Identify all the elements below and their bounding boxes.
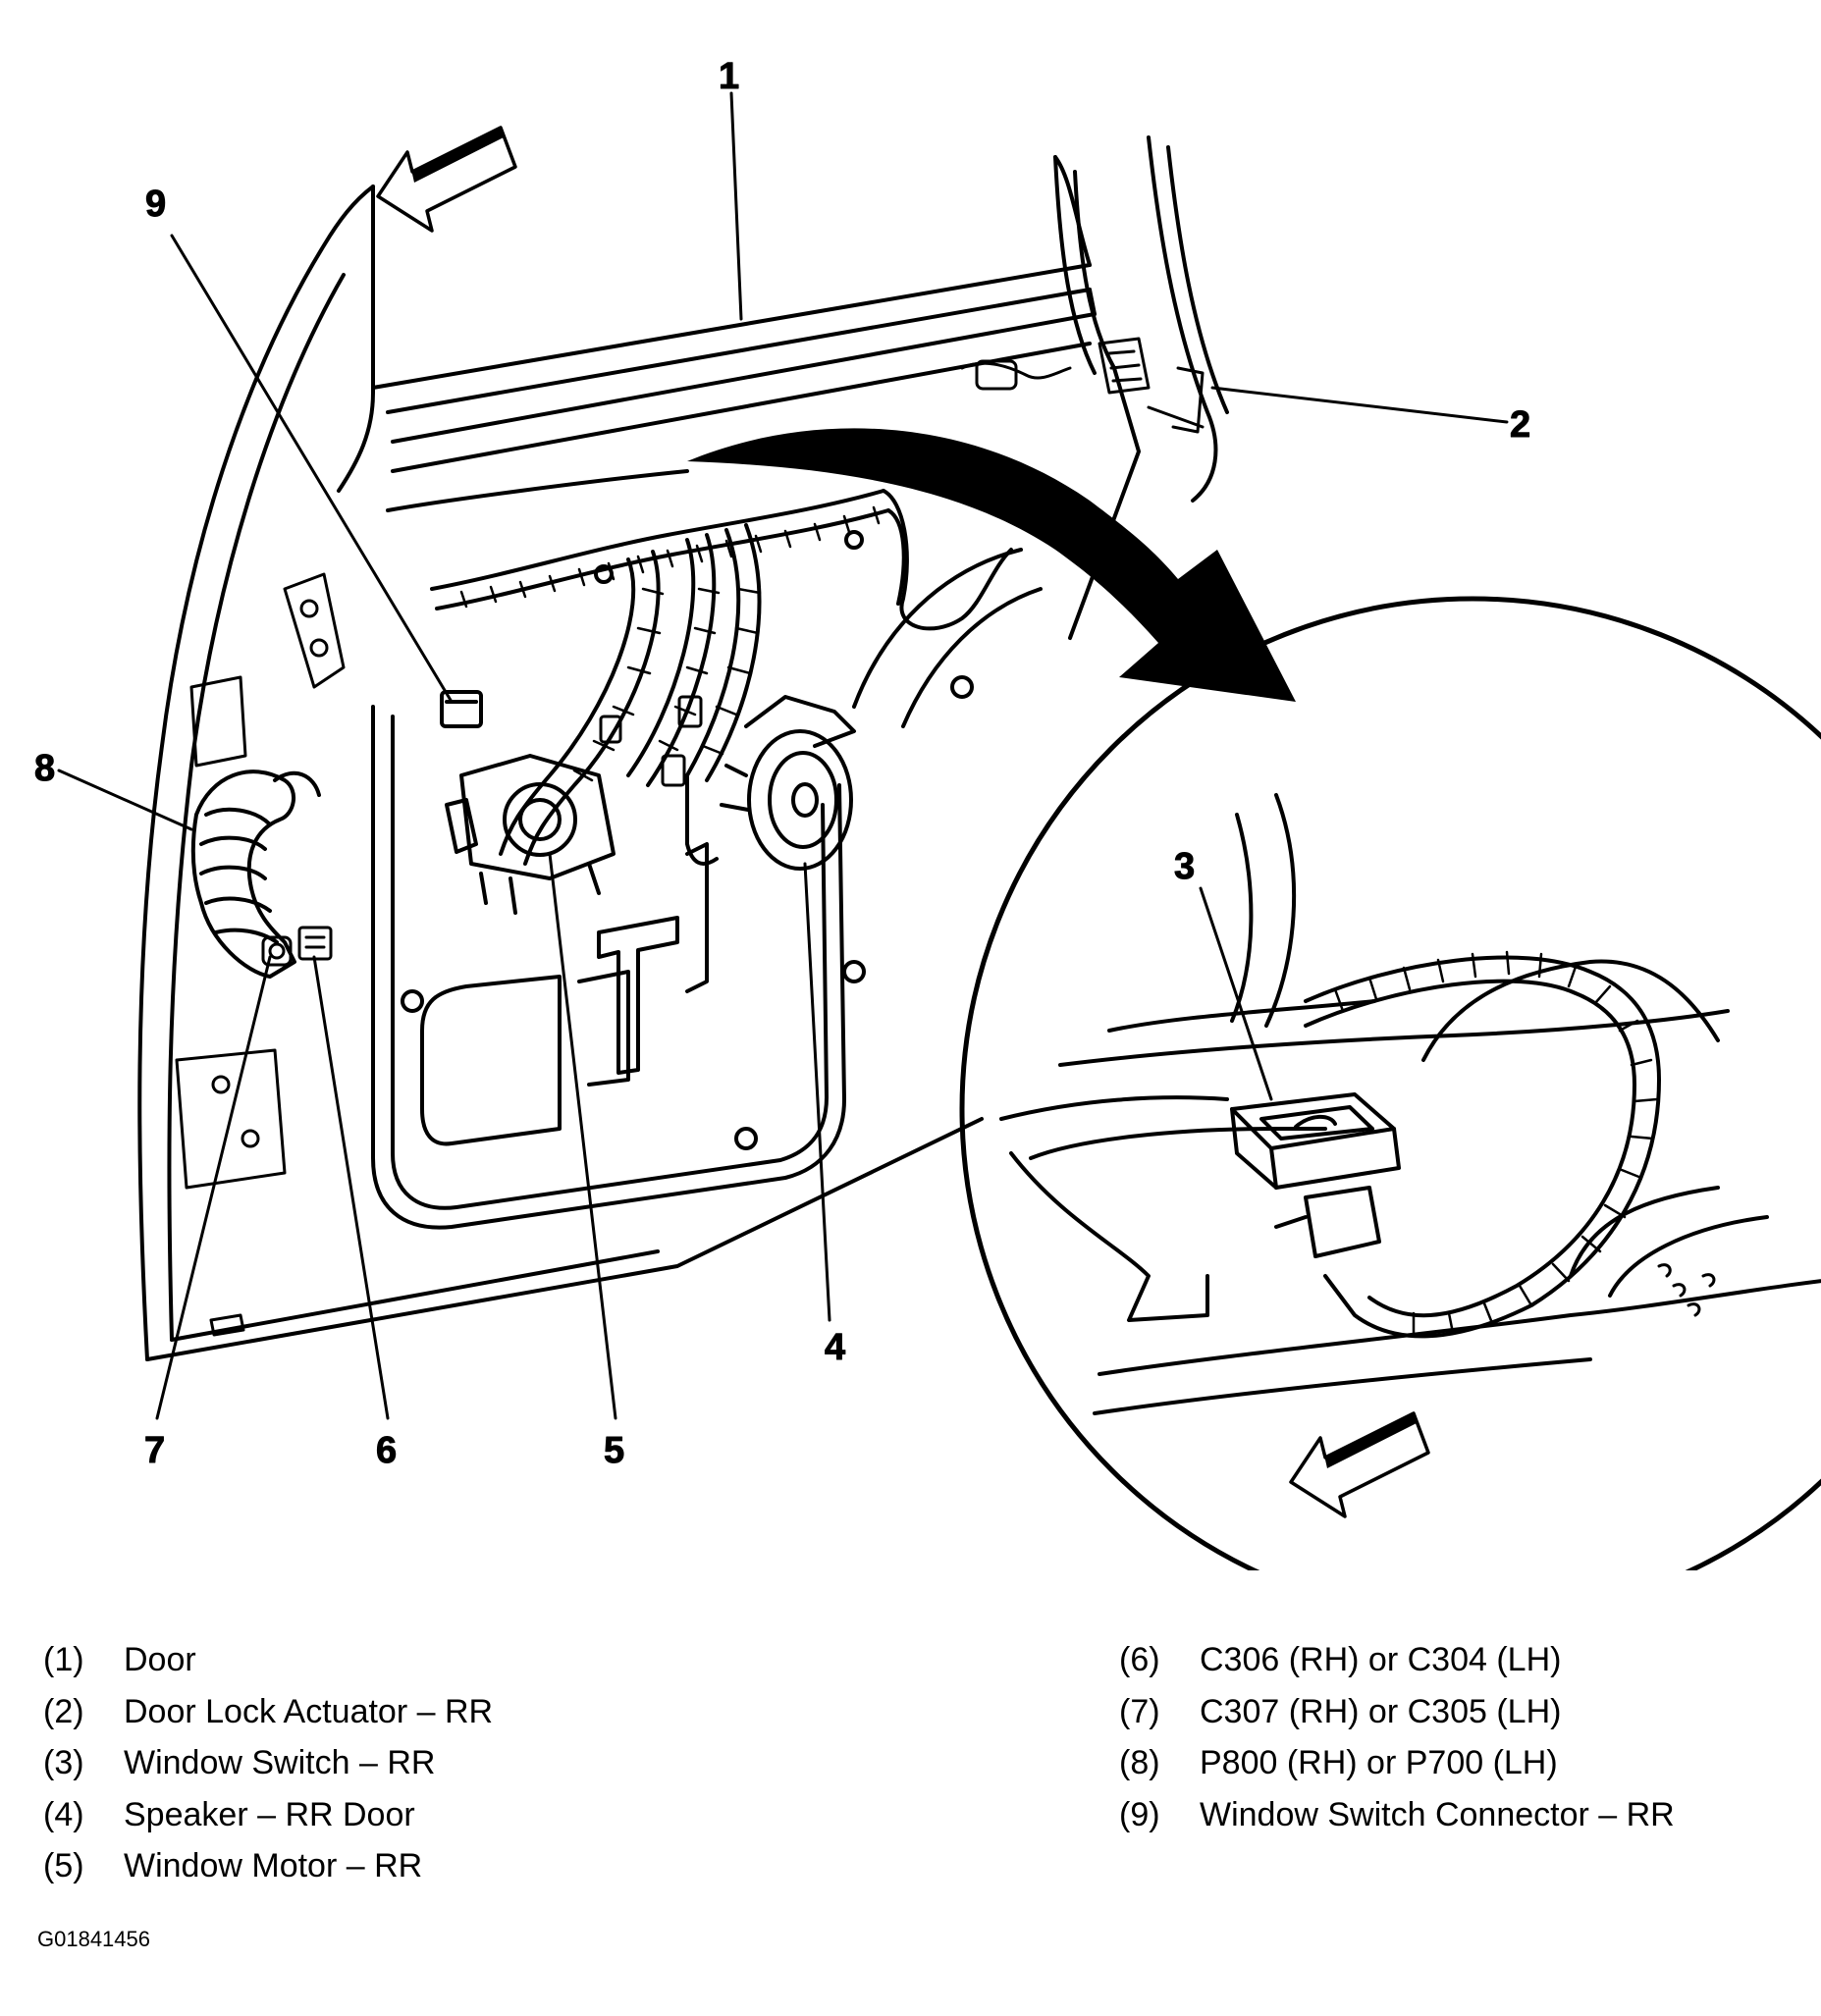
detail-pointer-arrow-icon bbox=[687, 428, 1296, 702]
callout-1: 1 bbox=[719, 56, 739, 97]
legend-label: Speaker – RR Door bbox=[124, 1795, 415, 1833]
legend-item: (2) Door Lock Actuator – RR bbox=[43, 1686, 493, 1738]
detail-forward-arrow-shading bbox=[1320, 1413, 1417, 1468]
legend-label: Window Switch Connector – RR bbox=[1200, 1795, 1675, 1833]
harness-connectors bbox=[599, 695, 703, 787]
legend-number: (9) bbox=[1119, 1795, 1160, 1833]
legend-number: (2) bbox=[43, 1692, 84, 1730]
legend-item: (3) Window Switch – RR bbox=[43, 1737, 493, 1789]
callout-3: 3 bbox=[1174, 846, 1195, 887]
legend-label: Window Switch – RR bbox=[124, 1744, 436, 1781]
legend-item: (7) C307 (RH) or C305 (LH) bbox=[1119, 1686, 1675, 1738]
legend-number: (3) bbox=[43, 1744, 84, 1781]
window-switch bbox=[1230, 1092, 1401, 1258]
legend-label: Window Motor – RR bbox=[124, 1847, 423, 1884]
connector-c307 bbox=[261, 935, 293, 967]
legend-number: (5) bbox=[43, 1847, 84, 1884]
door-wiring-diagram: 1 2 3 4 5 6 7 8 9 bbox=[34, 56, 1821, 1570]
legend-left: (1) Door (2) Door Lock Actuator – RR (3)… bbox=[43, 1634, 493, 1892]
inner-panel bbox=[371, 469, 1043, 1230]
speaker bbox=[720, 695, 856, 871]
callout-6: 6 bbox=[376, 1430, 397, 1471]
legend-item: (5) Window Motor – RR bbox=[43, 1840, 493, 1892]
legend-label: Door Lock Actuator – RR bbox=[124, 1692, 494, 1730]
legend-item: (1) Door bbox=[43, 1634, 493, 1686]
legend-label: C306 (RH) or C304 (LH) bbox=[1200, 1641, 1562, 1678]
legend-number: (7) bbox=[1119, 1692, 1160, 1730]
callout-4: 4 bbox=[825, 1327, 845, 1368]
legend-label: C307 (RH) or C305 (LH) bbox=[1200, 1692, 1562, 1730]
wiring-boot bbox=[190, 769, 321, 979]
detail-harness bbox=[1304, 955, 1661, 1339]
leader-lines bbox=[57, 91, 1509, 1420]
door-lock-actuator bbox=[960, 337, 1205, 434]
callout-7: 7 bbox=[144, 1430, 165, 1471]
legend-number: (4) bbox=[43, 1795, 84, 1833]
callout-5: 5 bbox=[604, 1430, 624, 1471]
callout-9: 9 bbox=[145, 184, 166, 225]
detail-forward-arrow-icon bbox=[1289, 1411, 1430, 1518]
detail-harness-hatching bbox=[1333, 950, 1659, 1335]
figure-id: G01841456 bbox=[37, 1927, 150, 1951]
legend-label: P800 (RH) or P700 (LH) bbox=[1200, 1744, 1558, 1781]
legend-number: (1) bbox=[43, 1641, 84, 1678]
detail-view bbox=[959, 596, 1821, 1570]
legend-item: (9) Window Switch Connector – RR bbox=[1119, 1789, 1675, 1841]
callouts: 1 2 3 4 5 6 7 8 9 bbox=[34, 56, 1531, 1472]
harness-hatching bbox=[459, 505, 881, 782]
window-motor bbox=[445, 754, 616, 915]
legend-right: (6) C306 (RH) or C304 (LH) (7) C307 (RH)… bbox=[1119, 1634, 1675, 1840]
legend-number: (6) bbox=[1119, 1641, 1160, 1678]
wiring-harness bbox=[430, 489, 1013, 866]
detail-surface-marks bbox=[1657, 1263, 1716, 1317]
legend-item: (4) Speaker – RR Door bbox=[43, 1789, 493, 1841]
forward-arrow-shading bbox=[407, 128, 504, 183]
callout-8: 8 bbox=[34, 748, 55, 789]
legend-number: (8) bbox=[1119, 1744, 1160, 1781]
hinge-area bbox=[175, 572, 346, 1337]
connector-c306 bbox=[297, 926, 333, 961]
legend-item: (6) C306 (RH) or C304 (LH) bbox=[1119, 1634, 1675, 1686]
forward-arrow-icon bbox=[376, 126, 517, 233]
callout-2: 2 bbox=[1510, 404, 1530, 446]
legend-label: Door bbox=[124, 1641, 196, 1678]
window-channel bbox=[371, 155, 1097, 473]
legend-item: (8) P800 (RH) or P700 (LH) bbox=[1119, 1737, 1675, 1789]
door-body bbox=[137, 135, 1229, 1361]
